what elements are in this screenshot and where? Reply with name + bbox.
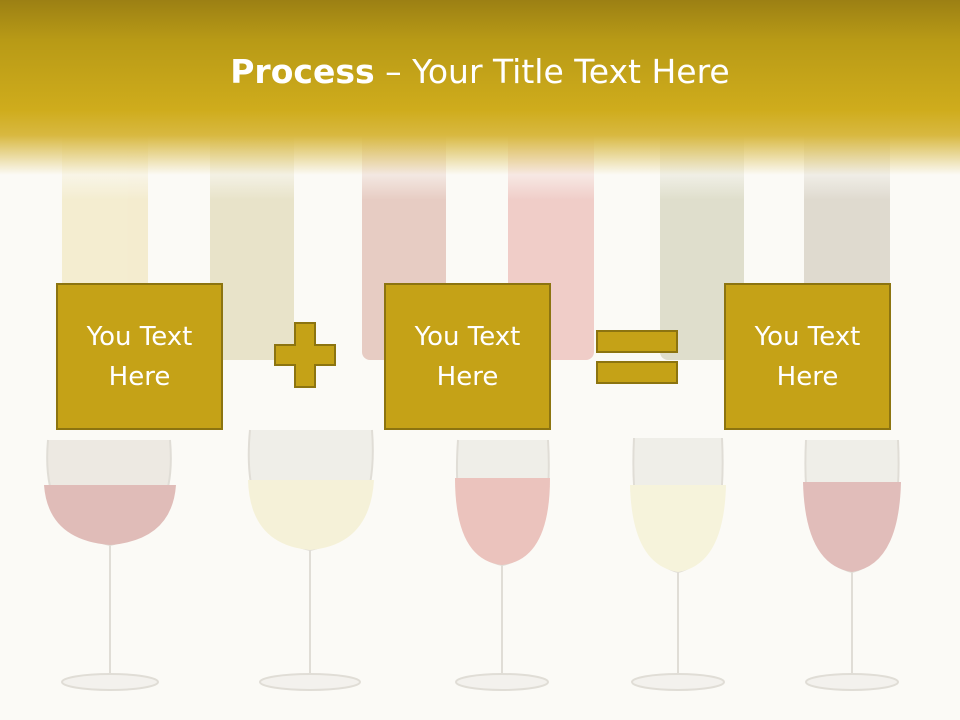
title-rest: – Your Title Text Here xyxy=(374,52,730,91)
process-box-1-text: You Text Here xyxy=(86,321,193,392)
plus-icon xyxy=(274,322,336,388)
process-box-1[interactable]: You Text Here xyxy=(56,283,223,430)
process-box-2[interactable]: You Text Here xyxy=(384,283,551,430)
process-box-3-text: You Text Here xyxy=(754,321,861,392)
process-box-2-text: You Text Here xyxy=(414,321,521,392)
slide-title: Process – Your Title Text Here xyxy=(0,52,960,91)
process-box-3[interactable]: You Text Here xyxy=(724,283,891,430)
equals-icon xyxy=(596,330,678,384)
title-bold: Process xyxy=(230,52,375,91)
title-banner xyxy=(0,0,960,200)
